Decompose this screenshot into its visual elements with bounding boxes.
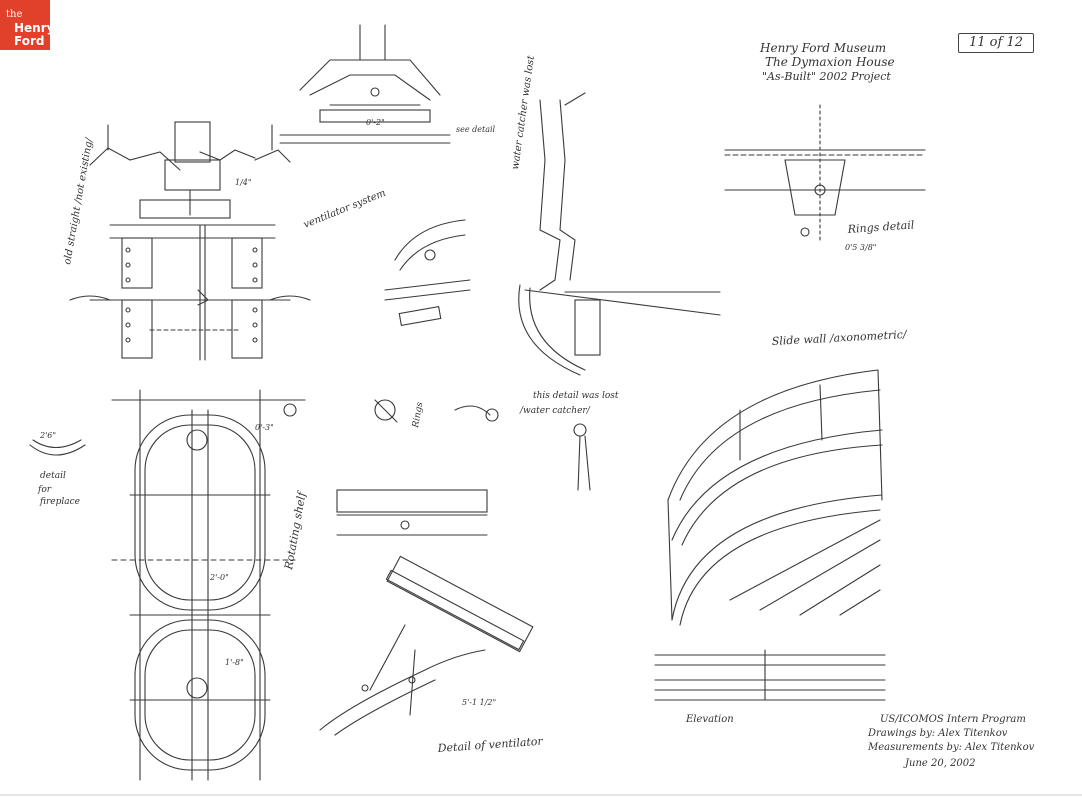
henry-ford-logo: the Henry Ford — [0, 0, 50, 50]
note-slide-wall: Slide wall /axonometric/ — [771, 328, 908, 348]
credits-date: June 20, 2002 — [903, 758, 976, 769]
elevation-drawing — [654, 649, 886, 701]
note-ventilator-system: ventilator system — [302, 188, 387, 231]
dim-4: 1/4" — [235, 178, 252, 187]
note-detail-lost: this detail was lost — [533, 391, 619, 401]
title-line-1: Henry Ford Museum — [759, 41, 886, 55]
note-fireplace-1: detail — [40, 471, 66, 481]
ventilator-assembly-drawing — [69, 121, 311, 361]
note-rings-detail: Rings detail — [846, 218, 915, 236]
dim-3: 2'-0" — [209, 573, 229, 582]
slide-wall-axonometric-drawing — [667, 369, 883, 626]
title-line-2: The Dymaxion House — [765, 55, 895, 69]
credits-drawings: Drawings by: Alex Titenkov — [867, 728, 1008, 739]
sheet-number: 11 of 12 — [969, 35, 1023, 50]
title-line-3: "As-Built" 2002 Project — [762, 70, 891, 83]
dim-6: 1'-8" — [225, 658, 244, 667]
note-fireplace-2: for — [37, 485, 52, 495]
note-see-detail: see detail — [456, 125, 496, 134]
rotating-shelf-drawing — [111, 389, 306, 781]
ventilator-detail-sketch — [384, 219, 471, 327]
credits-program: US/ICOMOS Intern Program — [880, 714, 1026, 725]
note-rotating-shelf: Rotating shelf — [282, 489, 309, 571]
note-water-catcher: /water catcher/ — [519, 406, 591, 416]
dim-5: 0'-3" — [255, 423, 274, 432]
dim-1: 0'-2" — [366, 118, 385, 127]
slide-wall-channel-drawing — [336, 489, 488, 536]
detail-of-ventilator-drawing — [319, 555, 534, 736]
rings-sketch — [374, 399, 591, 491]
note-rings: Rings — [411, 401, 426, 430]
rings-detail-drawing — [724, 104, 926, 241]
logo-line-2: Henry — [14, 21, 50, 35]
sheet-number-box: 11 of 12 — [958, 33, 1034, 53]
ventilator-cap-drawing — [279, 24, 451, 144]
note-old-straight: old straight /not existing/ — [62, 136, 95, 266]
note-fireplace-3: fireplace — [39, 497, 80, 507]
note-detail-of-ventilator: Detail of ventilator — [436, 735, 544, 755]
note-water-catcher-lost: water catcher was lost — [510, 54, 537, 170]
fireplace-detail-drawing — [29, 439, 86, 456]
water-catcher-section — [518, 92, 721, 376]
dim-7: 5'-1 1/2" — [462, 698, 496, 707]
logo-line-3: Ford — [14, 34, 44, 48]
note-elevation: Elevation — [685, 714, 734, 725]
logo-line-1: the — [6, 9, 22, 20]
dim-8: 2'6" — [39, 431, 56, 440]
credits-measurements: Measurements by: Alex Titenkov — [867, 742, 1035, 753]
dim-2: 0'5 3/8" — [845, 243, 876, 252]
